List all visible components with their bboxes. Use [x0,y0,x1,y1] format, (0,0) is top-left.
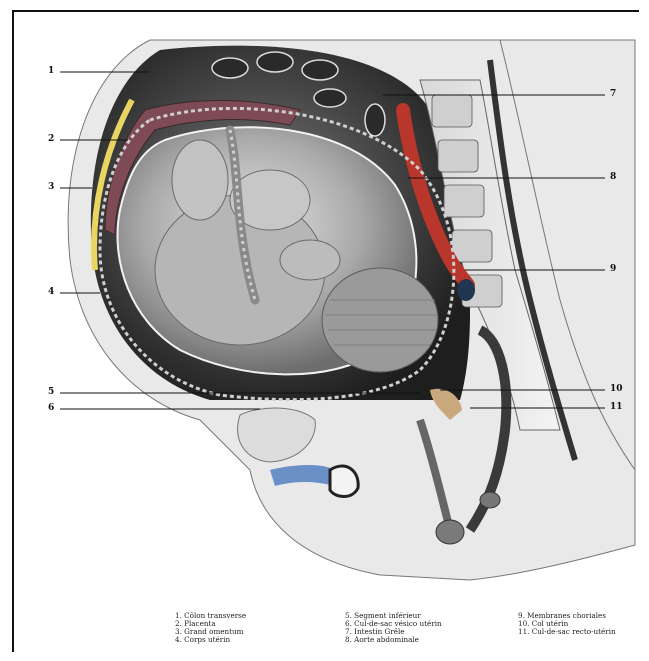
callout-8: 8 [610,172,616,182]
callout-11: 11 [610,402,623,412]
pubic-bone [330,466,358,496]
callout-1: 1 [48,66,54,76]
legend-item: 4. Corps utérin [175,636,246,644]
callout-5: 5 [48,387,54,397]
callout-6: 6 [48,403,54,413]
fetus-head [322,268,438,372]
coccyx [480,492,500,508]
callout-3: 3 [48,182,54,192]
legend-column-3: 9. Membranes choriales 10. Col utérin 11… [518,612,616,636]
legend-item: 8. Aorte abdominale [345,636,442,644]
callout-10: 10 [610,384,623,394]
callout-2: 2 [48,134,54,144]
fetus-knee [172,140,228,220]
legend-item: 11. Cul-de-sac recto-utérin [518,628,616,636]
fetus-arm [280,240,340,280]
anus [436,520,464,544]
aorta-bifurcation [457,279,475,301]
callout-9: 9 [610,264,616,274]
legend-column-2: 5. Segment inférieur 6. Cul-de-sac vésic… [345,612,442,644]
legend-column-1: 1. Côlon transverse 2. Placenta 3. Grand… [175,612,246,644]
callout-4: 4 [48,287,54,297]
callout-7: 7 [610,89,616,99]
